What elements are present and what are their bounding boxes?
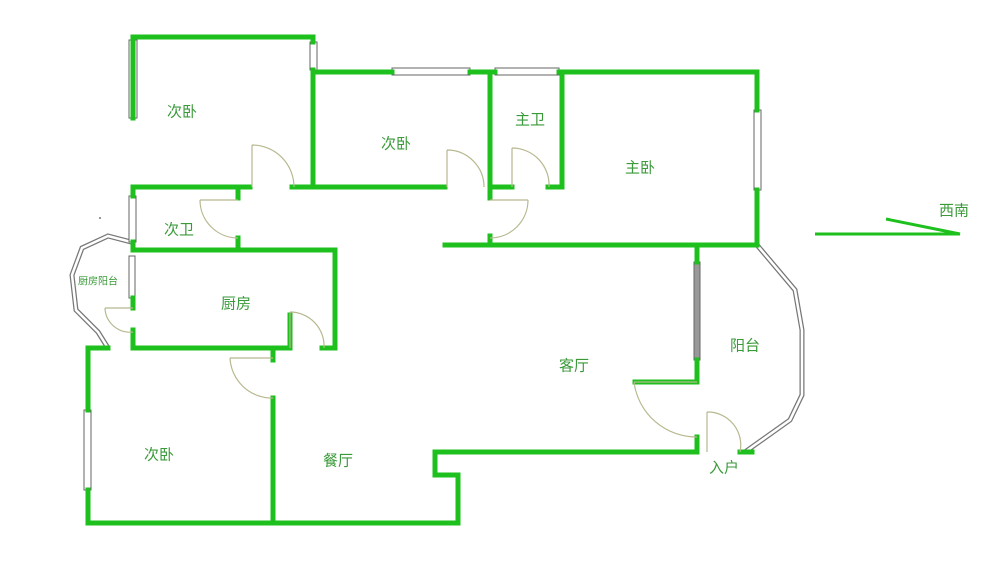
room-label-bedroom-bottom-left: 次卧 — [143, 445, 175, 464]
room-label-balcony: 阳台 — [729, 336, 761, 355]
room-label-bedroom-middle: 次卧 — [380, 134, 412, 153]
entrance-label: 入户 — [708, 458, 740, 477]
room-label-second-bath: 次卫 — [163, 220, 195, 239]
room-label-master-bath: 主卫 — [514, 110, 546, 129]
balcony-outline — [69, 233, 805, 455]
room-label-dining-room: 餐厅 — [322, 451, 354, 470]
room-label-bedroom-top-left: 次卧 — [166, 102, 198, 121]
orientation-arrow-icon — [815, 217, 961, 236]
room-label-master-bedroom: 主卧 — [624, 158, 656, 177]
orientation-label: 西南 — [938, 201, 970, 220]
room-label-living-room: 客厅 — [558, 356, 590, 375]
room-label-kitchen-balcony: 厨房阳台 — [78, 276, 118, 288]
doors — [104, 144, 742, 453]
room-label-kitchen: 厨房 — [220, 294, 252, 313]
